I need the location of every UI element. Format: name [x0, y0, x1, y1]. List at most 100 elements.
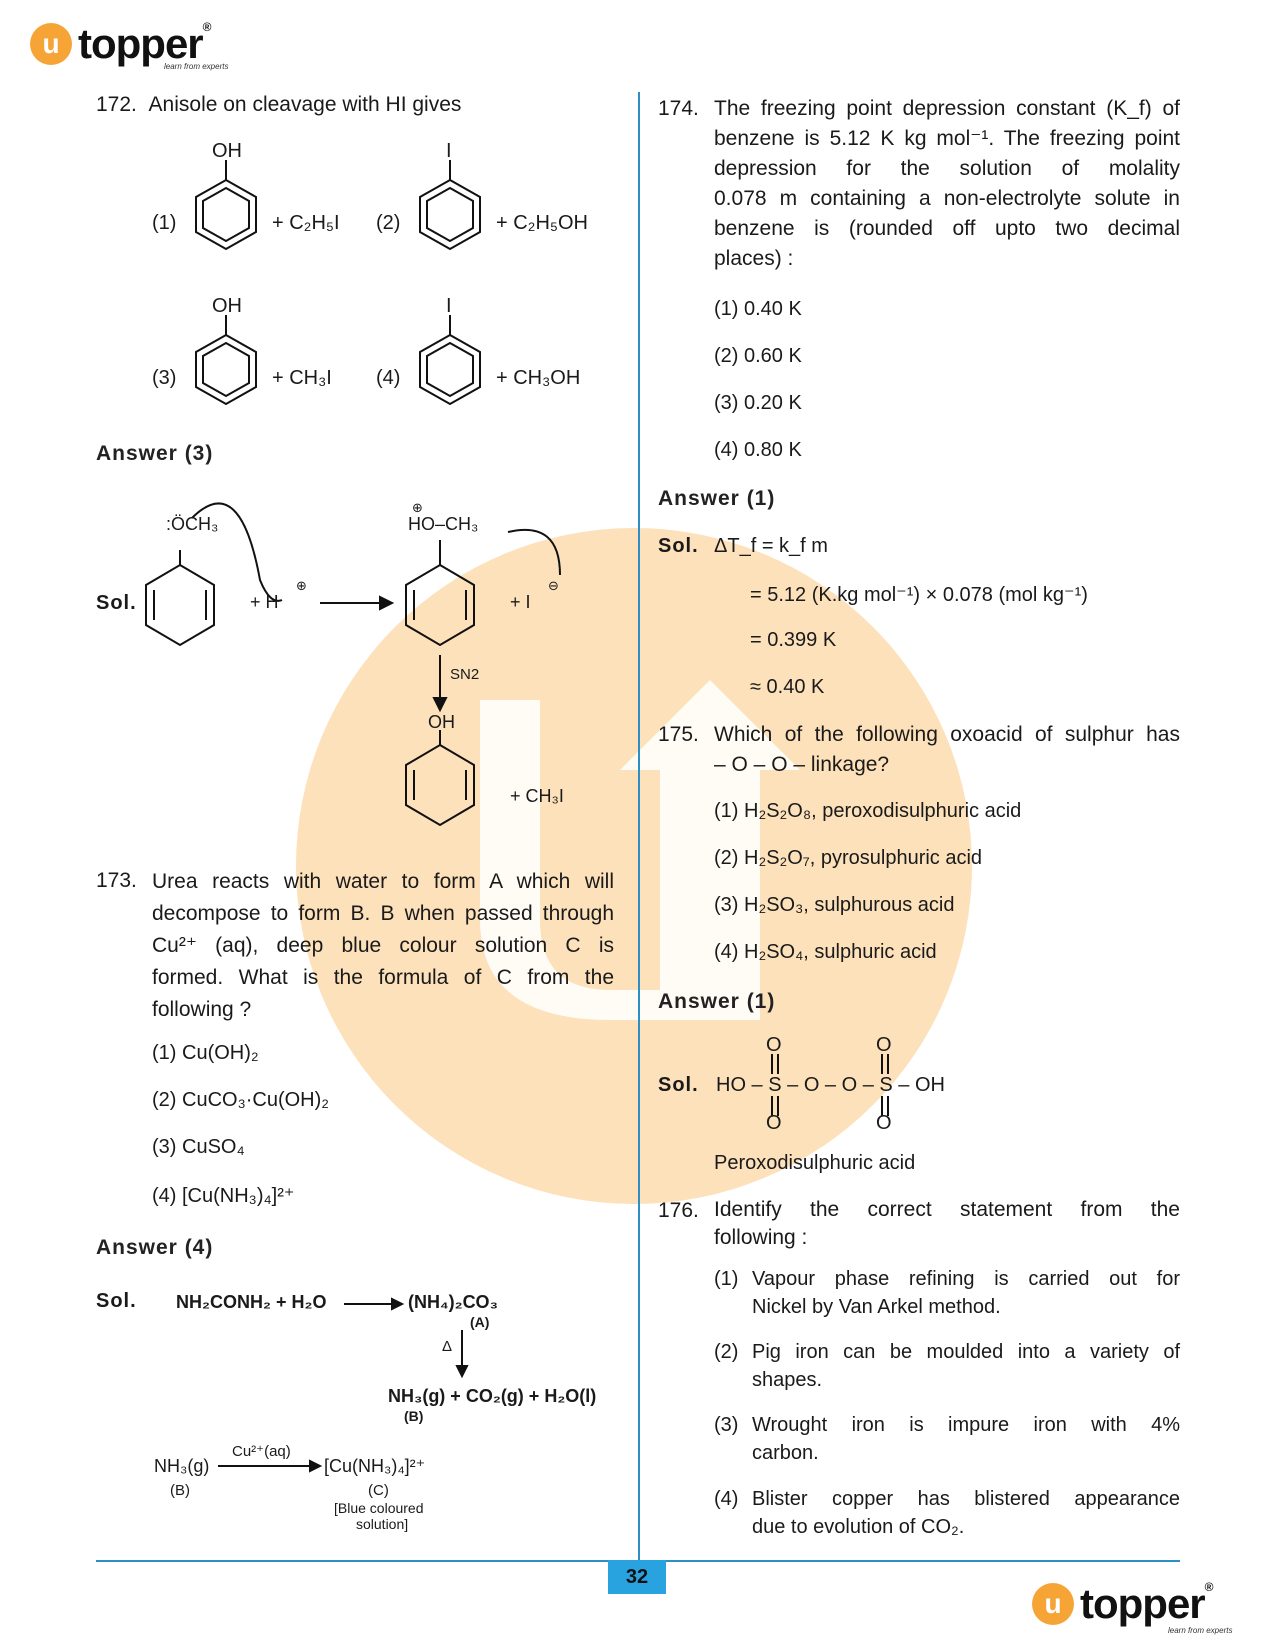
- q176-opt4-number: (4): [714, 1488, 739, 1510]
- mech-ch3i: + CH₃I: [510, 786, 564, 806]
- q174-sol-line-4: ≈ 0.40 K: [750, 676, 825, 698]
- q173-eq3-right: [Cu(NH₃)₄]²⁺: [324, 1456, 426, 1476]
- q176-opt3-number: (3): [714, 1414, 739, 1436]
- logo-tagline: learn from experts: [1168, 1626, 1233, 1635]
- q176-opt4-line2: due to evolution of CO₂.: [752, 1516, 965, 1538]
- q174-sol-label: Sol.: [658, 535, 699, 557]
- q174-line: The freezing point depression constant (…: [714, 97, 1180, 120]
- watermark-u-arrow-icon: [480, 680, 800, 1020]
- question-176-text: Identify the correct statement from the …: [714, 1196, 1180, 1252]
- q174-line: benzene is (rounded off upto two decimal: [714, 217, 1180, 240]
- q172-opt2-top: I: [446, 140, 452, 162]
- q175-option-3: (3) H₂SO₃, sulphurous acid: [714, 894, 955, 916]
- page-number: 32: [608, 1560, 666, 1594]
- q175-structure-bonds: [771, 1054, 889, 1116]
- q175-line: – O – O – linkage?: [714, 753, 890, 776]
- q172-opt4-reagent: + CH₃OH: [496, 367, 581, 389]
- logo-wordmark: topper®: [78, 20, 211, 67]
- q175-answer: Answer (1): [658, 990, 776, 1013]
- mech-och3: :ÖCH₃: [166, 514, 219, 534]
- mech-plus-i: + I: [510, 592, 531, 612]
- q176-opt2-line2: shapes.: [752, 1369, 823, 1391]
- q172-opt1-reagent: + C₂H₅I: [272, 212, 340, 234]
- q173-option-2: (2) CuCO₃·Cu(OH)₂: [152, 1089, 330, 1111]
- q174-line: places) :: [714, 247, 794, 270]
- q173-line: Urea reacts with water to form A which w…: [152, 870, 614, 893]
- q173-label-b2: (B): [170, 1482, 190, 1499]
- mech-i-charge: ⊖: [548, 578, 559, 593]
- q172-opt3-reagent: + CH₃I: [272, 367, 332, 389]
- q173-reaction-arrows: [218, 1297, 469, 1473]
- question-176-number: 176.: [658, 1199, 699, 1222]
- mech-h-charge: ⊕: [296, 578, 307, 593]
- q176-line: Identify the correct statement from the: [714, 1198, 1180, 1221]
- q175-option-4: (4) H₂SO₄, sulphuric acid: [714, 941, 937, 963]
- q172-options-structures: [195, 160, 481, 406]
- q173-option-3: (3) CuSO₄: [152, 1136, 245, 1158]
- mech-ho-ch3: HO–CH₃: [408, 514, 479, 534]
- q174-sol-line-2: = 5.12 (K.kg mol⁻¹) × 0.078 (mol kg⁻¹): [750, 584, 1088, 606]
- q173-option-4: (4) [Cu(NH₃)₄]²⁺: [152, 1185, 295, 1207]
- q173-eq3-left: NH₃(g): [154, 1456, 210, 1476]
- q174-line: depression for the solution of molality: [714, 157, 1180, 180]
- q173-note-2: solution]: [356, 1516, 409, 1532]
- q175-caption: Peroxodisulphuric acid: [714, 1152, 916, 1174]
- q175-oxygen-top-right: O: [876, 1034, 892, 1056]
- q174-option-2: (2) 0.60 K: [714, 345, 802, 367]
- q175-structure: HO – S – O – O – S – OH: [716, 1074, 945, 1096]
- q173-label-a: (A): [470, 1314, 490, 1330]
- q173-note-1: [Blue coloured: [334, 1500, 424, 1516]
- header-logo: u topper®: [30, 20, 211, 68]
- q174-line: benzene is 5.12 K kg mol⁻¹. The freezing…: [714, 127, 1180, 150]
- q174-option-4: (4) 0.80 K: [714, 439, 802, 461]
- q172-answer: Answer (3): [96, 442, 214, 465]
- q174-sol-line-1: ΔT_f = k_f m: [714, 535, 828, 557]
- logo-tagline: learn from experts: [164, 62, 229, 71]
- logo-wordmark: topper®: [1080, 1580, 1213, 1627]
- q172-mechanism-diagram: [145, 502, 561, 827]
- logo-u-icon: u: [1032, 1583, 1074, 1625]
- mech-plus-h: + H: [250, 592, 279, 612]
- q173-delta: Δ: [442, 1338, 453, 1355]
- q172-opt2-reagent: + C₂H₅OH: [496, 212, 588, 234]
- q173-label-c: (C): [368, 1482, 389, 1499]
- q173-option-1: (1) Cu(OH)₂: [152, 1042, 259, 1064]
- q174-line: 0.078 m containing a non-electrolyte sol…: [714, 187, 1180, 210]
- q172-opt4-number: (4): [376, 367, 401, 389]
- q176-opt4-line1: Blister copper has blistered appearance: [752, 1488, 1180, 1510]
- q174-sol-line-3: = 0.399 K: [750, 629, 837, 651]
- q172-opt3-number: (3): [152, 367, 177, 389]
- question-174-text: The freezing point depression constant (…: [714, 94, 1180, 274]
- q172-sol-label: Sol.: [96, 592, 137, 614]
- question-173-number: 173.: [96, 869, 137, 892]
- q176-opt1-line2: Nickel by Van Arkel method.: [752, 1296, 1001, 1318]
- q174-option-1: (1) 0.40 K: [714, 298, 802, 320]
- question-172: 172. Anisole on cleavage with HI gives: [96, 90, 616, 120]
- q175-option-1: (1) H₂S₂O₈, peroxodisulphuric acid: [714, 800, 1022, 822]
- q172-opt3-top: OH: [212, 295, 242, 317]
- question-175-number: 175.: [658, 723, 699, 746]
- q175-oxygen-bottom-left: O: [766, 1112, 782, 1134]
- question-173-text: Urea reacts with water to form A which w…: [152, 866, 614, 1026]
- q176-line: following :: [714, 1226, 808, 1249]
- q173-eq1-right: (NH₄)₂CO₃: [408, 1292, 498, 1312]
- q173-answer: Answer (4): [96, 1236, 214, 1259]
- question-175-text: Which of the following oxoacid of sulphu…: [714, 720, 1180, 780]
- q175-sol-label: Sol.: [658, 1074, 699, 1096]
- q176-opt2-number: (2): [714, 1341, 739, 1363]
- q175-oxygen-bottom-right: O: [876, 1112, 892, 1134]
- mech-o-charge: ⊕: [412, 500, 423, 515]
- q172-opt2-number: (2): [376, 212, 401, 234]
- q175-oxygen-top-left: O: [766, 1034, 782, 1056]
- q173-label-b: (B): [404, 1408, 424, 1424]
- mech-sn2: SN2: [450, 666, 480, 683]
- q172-opt1-top: OH: [212, 140, 242, 162]
- q176-opt3-line1: Wrought iron is impure iron with 4%: [752, 1414, 1180, 1436]
- q175-option-2: (2) H₂S₂O₇, pyrosulphuric acid: [714, 847, 983, 869]
- question-text: Anisole on cleavage with HI gives: [148, 93, 462, 116]
- q173-eq1-left: NH₂CONH₂ + H₂O: [176, 1292, 327, 1312]
- q172-opt4-top: I: [446, 295, 452, 317]
- footer-logo: u topper®: [1032, 1580, 1213, 1628]
- q173-line: decompose to form B. B when passed throu…: [152, 902, 614, 925]
- q176-opt3-line2: carbon.: [752, 1442, 819, 1464]
